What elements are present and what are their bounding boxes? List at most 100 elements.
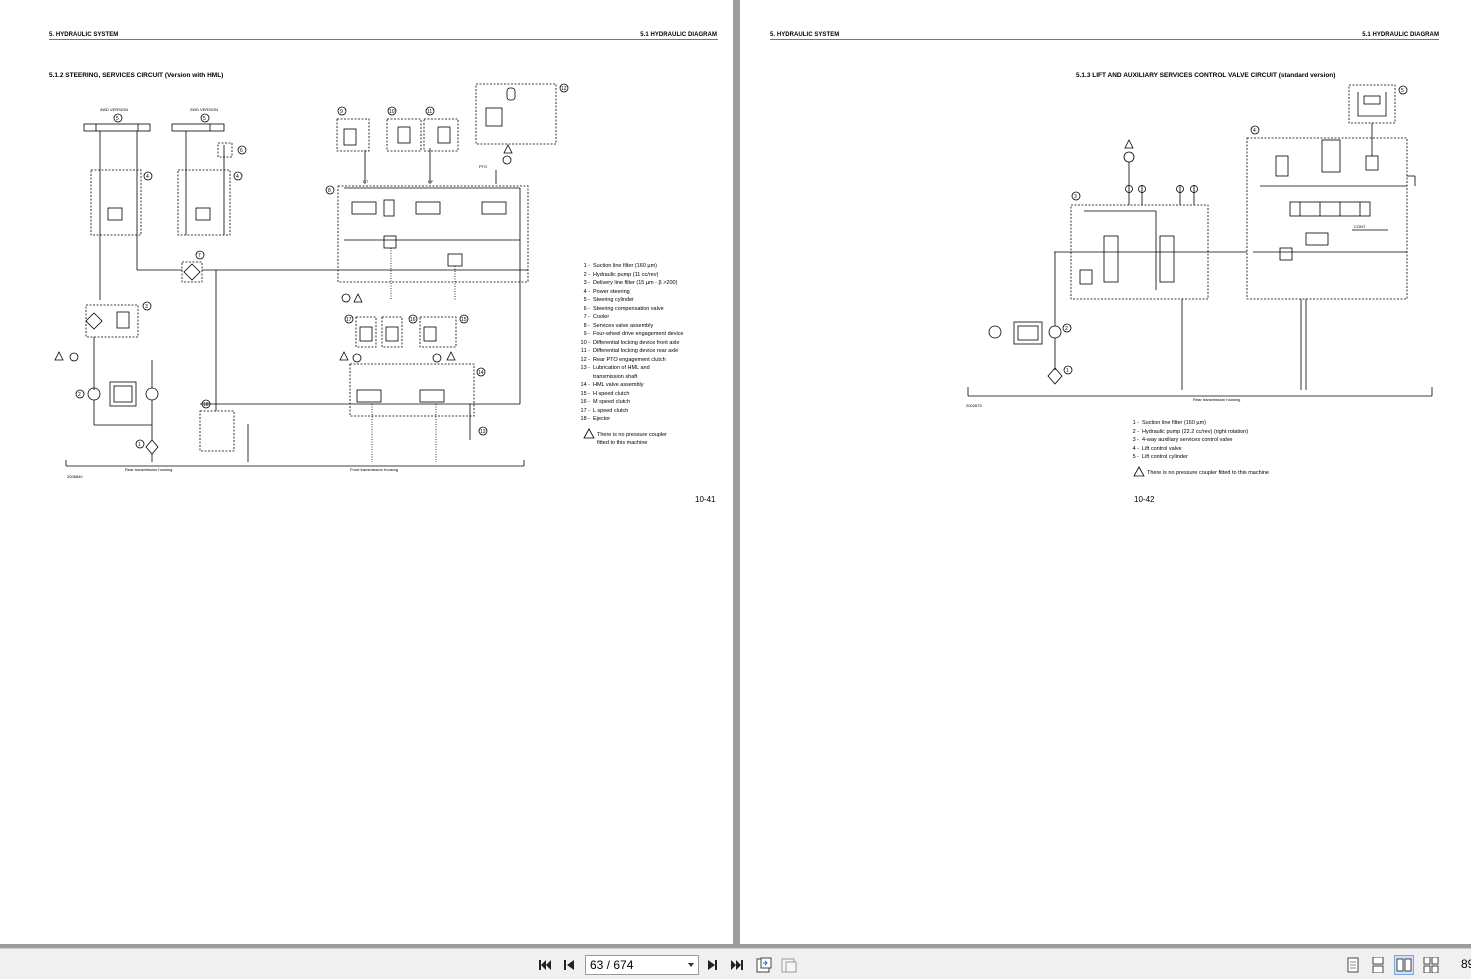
next-page-icon xyxy=(708,960,717,970)
circuit-title: 5.1.3 LIFT AND AUXILIARY SERVICES CONTRO… xyxy=(1076,72,1336,79)
svg-text:3: 3 xyxy=(1074,194,1077,200)
legend-item: 1 -Suction line filter (160 µm) xyxy=(583,263,657,269)
legend-item: 13 -Lubrication of HML and xyxy=(580,365,650,371)
svg-text:4: 4 xyxy=(146,174,149,180)
svg-text:1: 1 xyxy=(138,442,141,448)
next-page-button[interactable] xyxy=(702,955,722,975)
legend-item: 9 -Four-wheel drive engagement device xyxy=(583,331,684,337)
legend-item: transmission shaft xyxy=(593,373,638,380)
legend-item: 4 -Lift control valve xyxy=(1132,445,1182,452)
legend-item: 15 -H speed clutch xyxy=(580,390,630,397)
drawing-reference: 2008840 xyxy=(67,474,83,479)
label-df: DF xyxy=(428,179,434,184)
svg-text:18: 18 xyxy=(203,402,209,408)
label-rear-housing: Rear transmission housing xyxy=(125,467,172,472)
legend-item: 3 -4-way auxiliary services control valv… xyxy=(1132,437,1233,443)
svg-text:5: 5 xyxy=(1401,88,1404,94)
svg-text:6: 6 xyxy=(240,148,243,154)
label-2wd: 2WD VERSION xyxy=(190,107,218,112)
single-page-view-button[interactable] xyxy=(1343,955,1363,975)
previous-page-button[interactable] xyxy=(559,955,579,975)
last-page-button[interactable] xyxy=(727,955,747,975)
legend-item: 14 -HML valve assembly xyxy=(580,382,644,388)
chevron-down-icon[interactable] xyxy=(688,963,694,967)
document-viewport[interactable]: 5. HYDRAULIC SYSTEM 5.1 HYDRAULIC DIAGRA… xyxy=(0,0,1471,948)
label-pto: PTO xyxy=(479,164,487,169)
legend-item: 16 -M speed clutch xyxy=(580,399,630,405)
legend-item: 7 -Cooler xyxy=(583,314,610,320)
component-legend: 1 -Suction line filter (160 µm) 2 -Hydra… xyxy=(578,262,684,424)
warning-icon xyxy=(1133,466,1145,477)
continuous-page-icon xyxy=(1372,957,1384,973)
legend-item: 3 -Delivery line filter (15 µm - β >200) xyxy=(583,280,678,286)
svg-text:13: 13 xyxy=(480,429,486,435)
legend-item: 10 -Differential locking device front ax… xyxy=(580,339,680,346)
label-4wd: 4WD VERSION xyxy=(100,107,128,112)
two-page-continuous-icon xyxy=(1423,957,1439,973)
legend-item: 4 -Power steering xyxy=(583,288,630,295)
zoom-level[interactable]: 89 xyxy=(1461,957,1471,971)
legend-item: 2 -Hydraulic pump (22.2 cc/rev) (right r… xyxy=(1132,428,1249,435)
document-page-right: 5. HYDRAULIC SYSTEM 5.1 HYDRAULIC DIAGRA… xyxy=(740,0,1471,944)
svg-text:2: 2 xyxy=(78,392,81,398)
svg-text:8: 8 xyxy=(328,188,331,194)
single-page-icon xyxy=(1347,957,1359,973)
two-page-icon xyxy=(1396,958,1412,972)
first-page-button[interactable] xyxy=(535,955,555,975)
page-header-left: 5. HYDRAULIC SYSTEM xyxy=(49,32,119,38)
svg-text:4: 4 xyxy=(1253,128,1256,134)
legend-item: 18 -Ejector xyxy=(580,416,611,422)
svg-text:14: 14 xyxy=(478,370,484,376)
page-header-right: 5.1 HYDRAULIC DIAGRAM xyxy=(640,32,717,38)
legend-item: 8 -Services valve assembly xyxy=(583,322,654,329)
first-page-icon xyxy=(539,960,551,970)
page-number-input[interactable]: 63 / 674 xyxy=(585,955,699,975)
page-header-right: 5.1 HYDRAULIC DIAGRAM xyxy=(1362,32,1439,38)
page-number: 10-42 xyxy=(1134,495,1155,504)
document-page-left: 5. HYDRAULIC SYSTEM 5.1 HYDRAULIC DIAGRA… xyxy=(0,0,733,944)
legend-item: 2 -Hydraulic pump (11 cc/rev) xyxy=(583,271,659,278)
svg-text:10: 10 xyxy=(389,109,395,115)
page-indicator-text: 63 / 674 xyxy=(590,958,634,972)
circuit-title: 5.1.2 STEERING, SERVICES CIRCUIT (Versio… xyxy=(49,72,224,79)
header-rule xyxy=(770,39,1439,40)
svg-text:4: 4 xyxy=(236,174,239,180)
svg-text:17: 17 xyxy=(346,317,352,323)
svg-text:5: 5 xyxy=(116,116,119,122)
label-front-housing: Front transmission housing xyxy=(350,467,398,472)
legend-item: 5 -Lift control cylinder xyxy=(1132,454,1188,460)
svg-text:16: 16 xyxy=(410,317,416,323)
fit-page-button[interactable] xyxy=(754,955,774,975)
svg-text:2: 2 xyxy=(1065,326,1068,332)
svg-text:CONT.: CONT. xyxy=(1354,224,1366,229)
fit-width-icon xyxy=(781,958,797,973)
svg-text:3: 3 xyxy=(145,304,148,310)
steering-services-circuit-diagram: 5 5 4WD VERSION 2WD VERSION 4 4 6 7 3 xyxy=(54,83,595,479)
page-number: 10-41 xyxy=(695,495,716,504)
continuous-view-button[interactable] xyxy=(1368,955,1388,975)
svg-text:9: 9 xyxy=(340,109,343,115)
page-header-left: 5. HYDRAULIC SYSTEM xyxy=(770,32,840,38)
svg-text:12: 12 xyxy=(561,86,567,92)
svg-text:5: 5 xyxy=(203,116,206,122)
component-legend: 1 -Suction line filter (160 µm) 2 -Hydra… xyxy=(1127,419,1249,462)
label-rear-housing: Rear transmission housing xyxy=(1193,397,1240,402)
legend-item: 17 -L speed clutch xyxy=(580,407,629,414)
lift-auxiliary-circuit-diagram: 5 4 CONT. 3 xyxy=(966,84,1433,477)
svg-text:1: 1 xyxy=(1066,368,1069,374)
svg-text:11: 11 xyxy=(427,109,432,115)
two-page-continuous-view-button[interactable] xyxy=(1421,955,1441,975)
fit-width-button[interactable] xyxy=(779,955,799,975)
previous-page-icon xyxy=(564,960,574,970)
pressure-coupler-note: There is no pressure coupler fitted to t… xyxy=(1147,470,1269,476)
legend-item: 6 -Steering compensation valve xyxy=(583,305,664,312)
two-page-view-button[interactable] xyxy=(1394,955,1414,975)
fit-page-icon xyxy=(756,957,772,973)
legend-item: 12 -Rear PTO engagement clutch xyxy=(580,356,666,363)
legend-item: 1 -Suction line filter (160 µm) xyxy=(1132,420,1206,426)
warning-icon xyxy=(583,428,595,439)
pressure-coupler-note: There is no pressure coupler fitted to t… xyxy=(597,432,668,446)
drawing-reference: 2002875 xyxy=(966,403,982,408)
svg-text:15: 15 xyxy=(461,317,467,323)
viewer-toolbar: 63 / 674 89 xyxy=(0,948,1471,979)
